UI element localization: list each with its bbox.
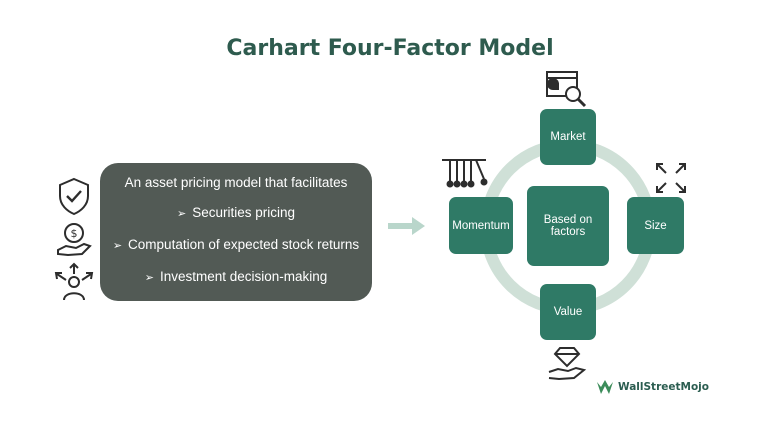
flow-arrow-icon [388, 217, 425, 235]
money-hand-icon: $ [57, 223, 92, 257]
bullet-item: ➢Computation of expected stock returns [112, 237, 360, 252]
market-node: Market [540, 109, 596, 165]
center-node: Based on factors [527, 186, 609, 266]
momentum-node: Momentum [449, 197, 513, 254]
bullet-arrow-icon: ➢ [144, 272, 154, 284]
decision-person-icon [54, 262, 94, 301]
panel-heading: An asset pricing model that facilitates [124, 175, 348, 190]
bullet-item: ➢Investment decision-making [144, 269, 328, 284]
brand-name: WallStreetMojo [618, 381, 709, 393]
chart-magnifier-icon [546, 71, 587, 108]
value-node: Value [540, 284, 596, 340]
bullet-item: ➢Securities pricing [176, 205, 295, 220]
bullet-arrow-icon: ➢ [176, 208, 187, 220]
page-title: Carhart Four-Factor Model [226, 36, 554, 61]
expand-arrows-icon [656, 163, 686, 193]
newtons-cradle-icon [442, 159, 488, 188]
diamond-hand-icon [548, 347, 587, 381]
bullet-arrow-icon: ➢ [112, 240, 123, 252]
svg-text:$: $ [71, 227, 78, 240]
brand-logo-icon [597, 380, 613, 394]
shield-check-icon [59, 177, 89, 216]
brand-logo: WallStreetMojo [596, 377, 709, 397]
size-node: Size [627, 197, 684, 254]
description-panel: An asset pricing model that facilitates … [100, 163, 372, 301]
